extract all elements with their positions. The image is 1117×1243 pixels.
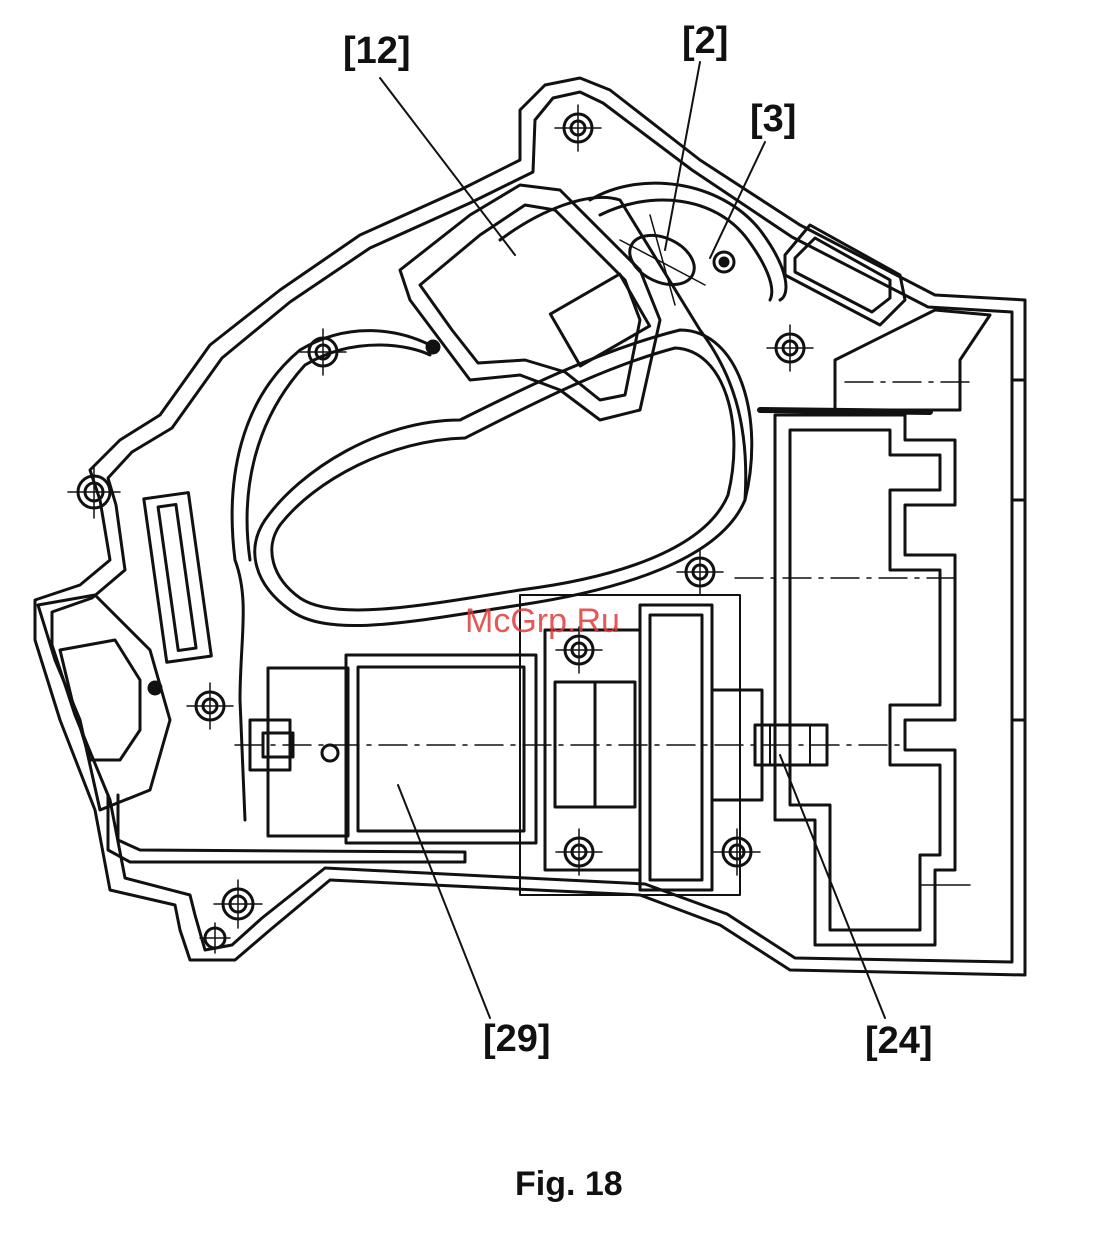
- housing-inner-shell: [52, 92, 1012, 962]
- front-block: [775, 415, 955, 945]
- rear-connector: [38, 595, 170, 810]
- gear-ring-inner: [650, 615, 702, 880]
- leader-24: [780, 755, 885, 1018]
- screw-upper-right: [767, 325, 813, 371]
- screw-left-upper: [300, 329, 346, 375]
- screw-left-middle: [187, 683, 233, 729]
- screw-mid-right: [677, 549, 723, 595]
- motor-rear-cap: [268, 668, 348, 836]
- screw-bottom-left: [214, 880, 262, 928]
- handle-cavity-outer: [255, 330, 752, 626]
- gearbox-housing: [545, 630, 640, 870]
- rear-solder-point: [149, 682, 161, 694]
- bottom-wire: [108, 795, 465, 862]
- front-top-bracket: [835, 310, 990, 410]
- contact-screw-core: [720, 258, 728, 266]
- front-top-rail: [760, 410, 930, 412]
- motor-can-inner: [358, 667, 524, 831]
- callout-12: [12]: [343, 32, 411, 70]
- watermark-text: McGrp.Ru: [465, 602, 620, 641]
- leader-12: [380, 78, 515, 255]
- leader-3: [710, 142, 765, 258]
- callout-29: [29]: [483, 1020, 551, 1058]
- handle-cavity-inner: [272, 348, 734, 610]
- callout-3: [3]: [750, 100, 796, 138]
- callout-2: [2]: [682, 22, 728, 60]
- front-step: [1012, 380, 1025, 720]
- figure-caption: Fig. 18: [515, 1165, 623, 1204]
- rear-connector-inner: [60, 640, 140, 760]
- brush-holder-inner: [795, 238, 890, 312]
- leader-29: [398, 785, 490, 1018]
- housing-outer-shell: [35, 78, 1025, 975]
- motor-can: [346, 655, 536, 843]
- screw-gear-bottom: [556, 829, 602, 875]
- rear-terminal-inner: [158, 504, 196, 650]
- callout-24: [24]: [865, 1022, 933, 1060]
- screw-top: [555, 105, 601, 151]
- switch-solder-point: [427, 341, 439, 353]
- lever-axis-b: [650, 215, 675, 305]
- motor-vent: [322, 745, 338, 761]
- screw-gear-right: [714, 829, 760, 875]
